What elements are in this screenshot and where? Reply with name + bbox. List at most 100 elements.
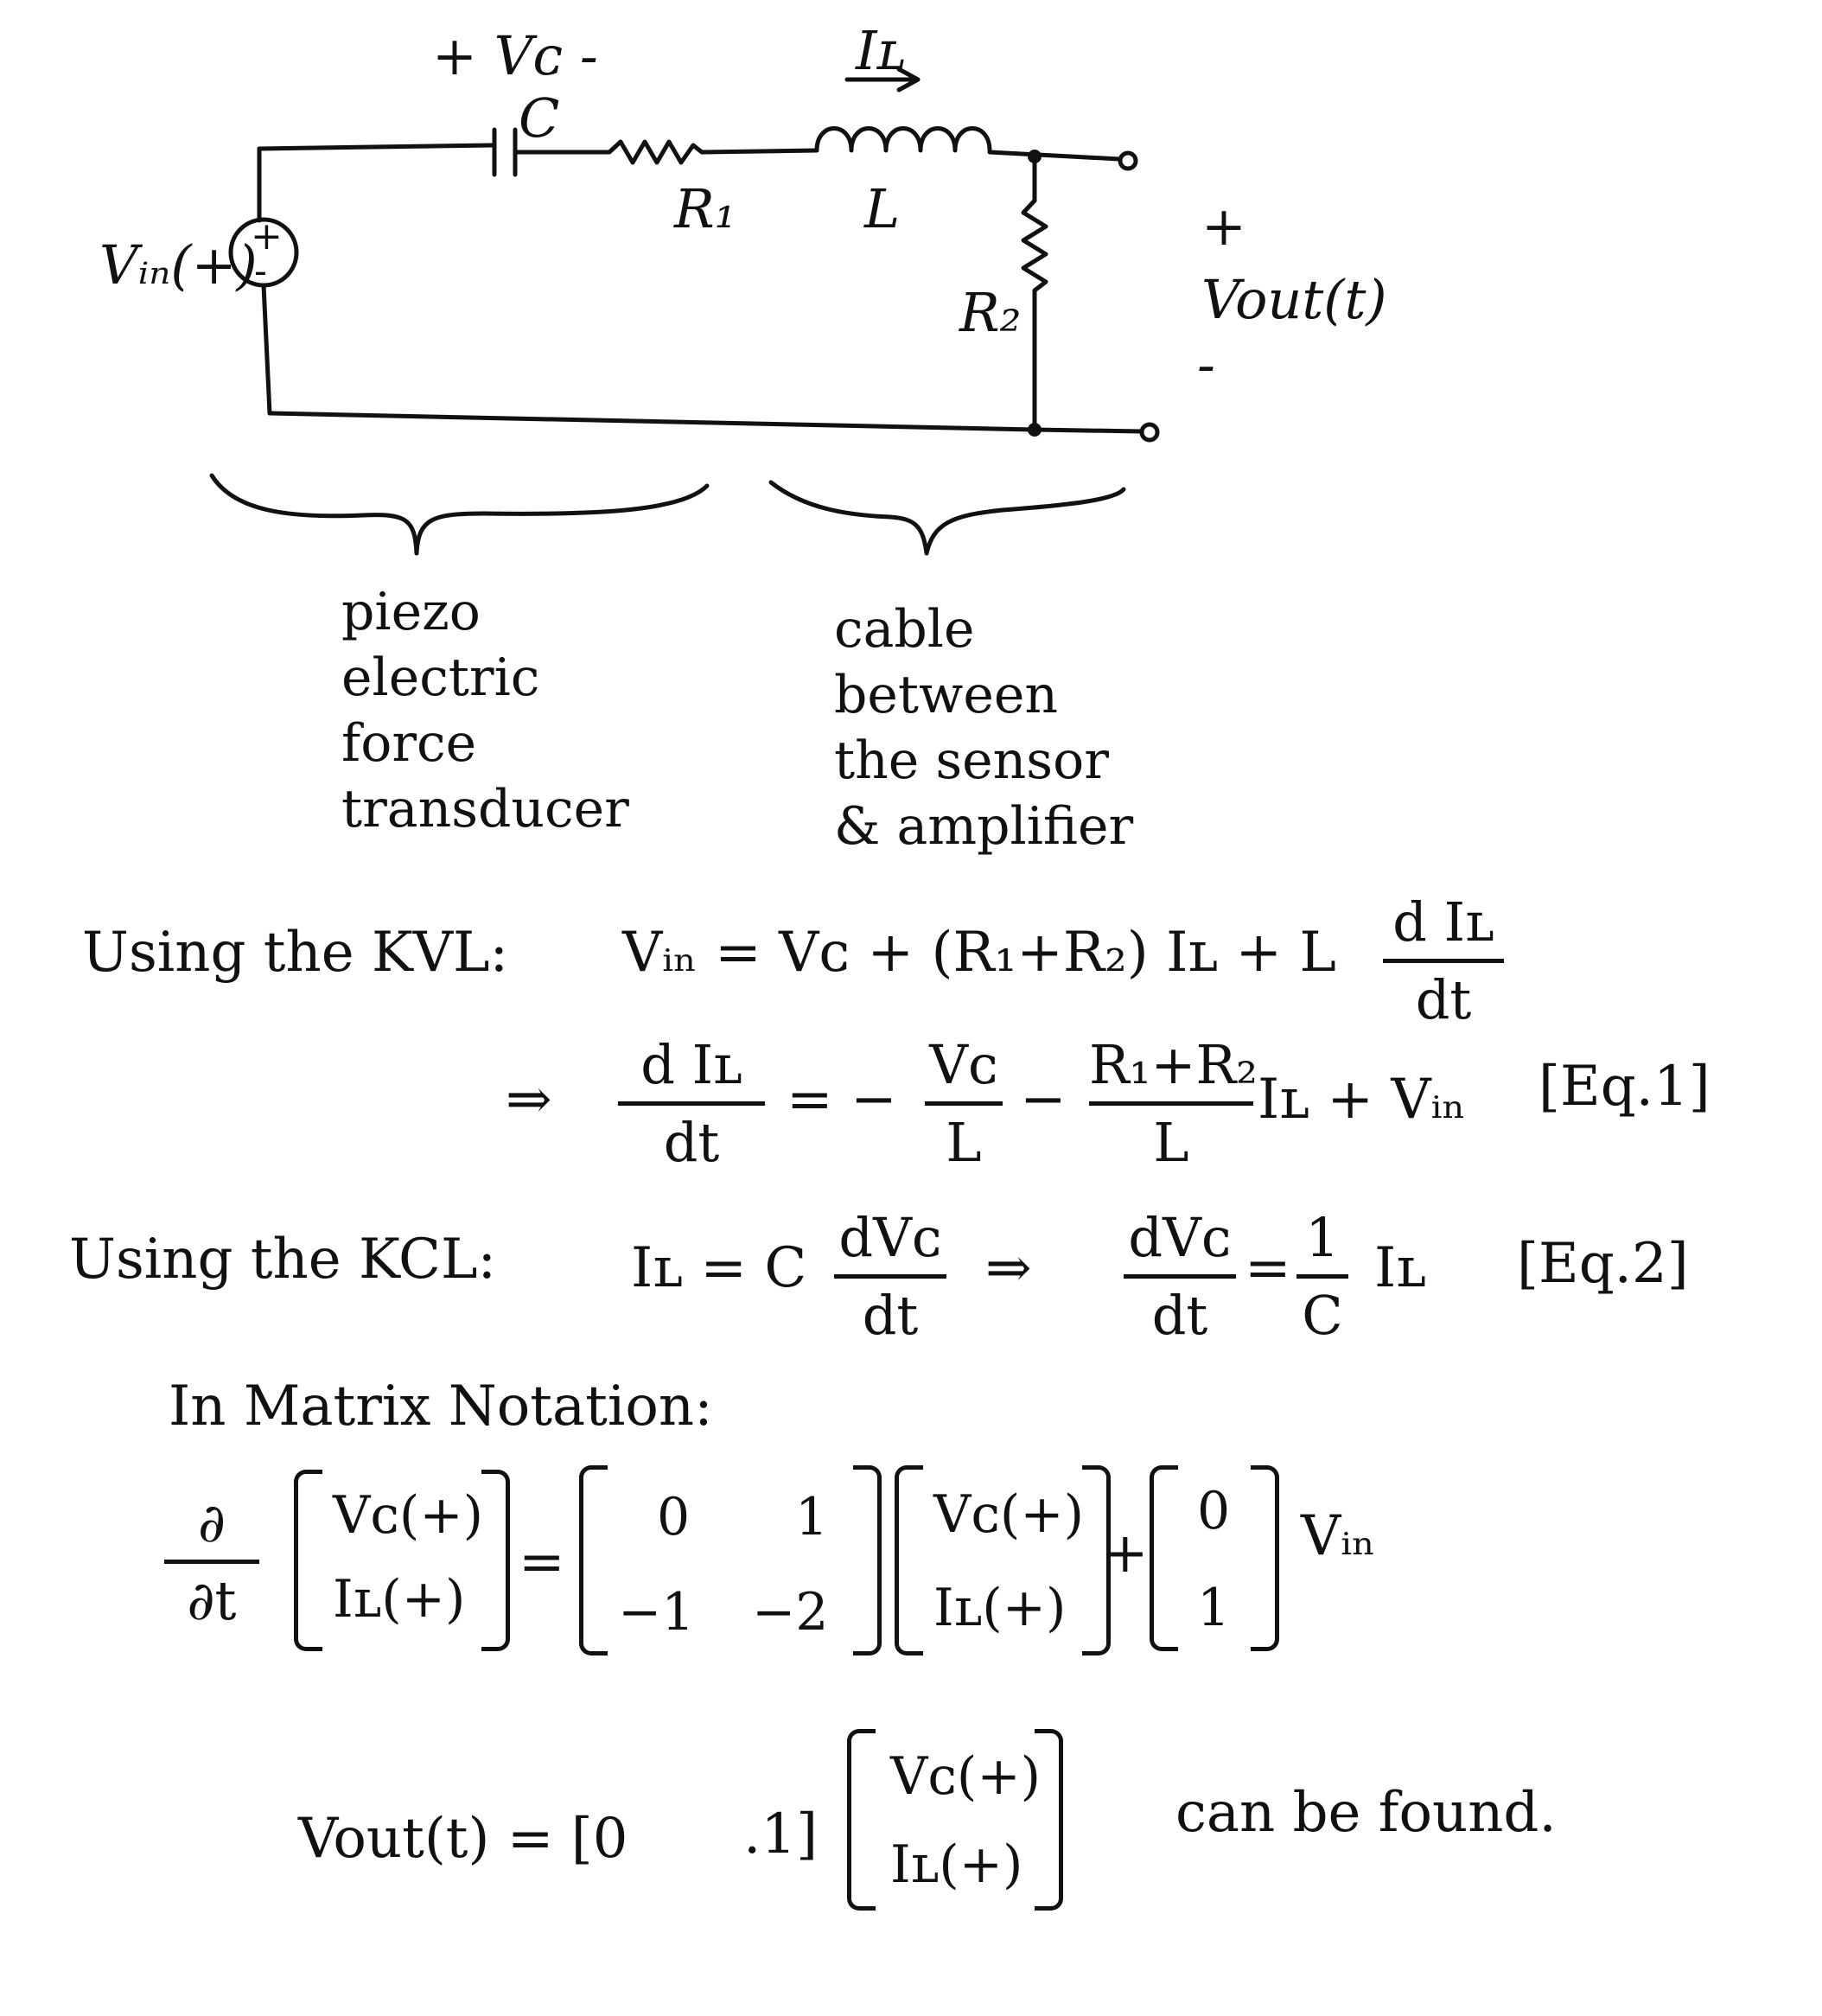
- source-plus: +: [251, 214, 283, 258]
- state-out-top: Vᴄ(+): [890, 1746, 1042, 1807]
- out-c2: .1]: [743, 1802, 819, 1866]
- kcl-fraction-3: 1 C: [1296, 1206, 1348, 1347]
- eq1-arrow: ⇒: [506, 1068, 552, 1132]
- inductor-label: L: [864, 177, 901, 240]
- bracket-left: [579, 1465, 608, 1656]
- bracket-right: [1082, 1465, 1111, 1656]
- eq1-lhs-den: dt: [663, 1111, 720, 1174]
- fraction-bar: [1089, 1101, 1253, 1106]
- b-bottom: 1: [1197, 1578, 1231, 1638]
- fraction-bar: [1124, 1274, 1236, 1279]
- fraction-bar: [164, 1560, 259, 1564]
- a-22: −2: [752, 1582, 829, 1643]
- source-minus: -: [254, 249, 267, 293]
- fraction-bar: [1296, 1274, 1348, 1279]
- right-group-description: cable between the sensor & amplifier: [834, 597, 1133, 859]
- kcl-arrow: ⇒: [985, 1236, 1032, 1300]
- right-desc-line-3: the sensor: [834, 730, 1109, 791]
- left-group-description: piezo electric force transducer: [341, 579, 629, 842]
- left-desc-line-4: transducer: [341, 779, 629, 839]
- matrix-equals: =: [519, 1530, 565, 1594]
- eq1-fraction-1: Vᴄ L: [925, 1033, 1003, 1174]
- ddt-den: ∂t: [187, 1569, 237, 1632]
- bracket-left: [1150, 1465, 1178, 1651]
- kcl-f3-num: 1: [1305, 1206, 1340, 1269]
- wire-left-bottom: [261, 283, 272, 416]
- kvl-frac-num: d Iʟ: [1392, 890, 1494, 954]
- partial-derivative: ∂ ∂t: [164, 1491, 259, 1632]
- kvl-prefix: Using the KVL:: [82, 921, 509, 985]
- kcl-f2-den: dt: [1151, 1284, 1208, 1347]
- eq1-fraction-2: R₁+R₂ L: [1089, 1033, 1258, 1174]
- terminal-bottom: [1139, 422, 1160, 443]
- kcl-f1-den: dt: [862, 1284, 919, 1347]
- a-matrix: 0 1 −1 −2: [579, 1465, 882, 1656]
- inductor-l: [814, 126, 992, 153]
- eq1-equals: = −: [787, 1068, 897, 1132]
- bracket-right: [1035, 1729, 1063, 1911]
- vin-tail: Vᵢₙ: [1301, 1504, 1376, 1568]
- state-vector-rhs: Vᴄ(+) Iʟ(+): [895, 1465, 1111, 1656]
- eq1-tail: Iʟ + Vᵢₙ: [1258, 1068, 1467, 1132]
- eq2-tag: [Eq.2]: [1517, 1232, 1689, 1296]
- wire-r1-inductor: [699, 148, 819, 155]
- eq1-lhs-fraction: d Iʟ dt: [618, 1033, 765, 1174]
- kcl-equals: =: [1245, 1236, 1291, 1300]
- state-vector-output: Vᴄ(+) Iʟ(+): [847, 1729, 1063, 1911]
- a-12: 1: [795, 1487, 829, 1547]
- kcl-f2-num: dVᴄ: [1128, 1206, 1232, 1269]
- b-top: 0: [1197, 1481, 1231, 1541]
- right-desc-line-4: & amplifier: [834, 796, 1134, 857]
- state-vector-lhs: Vᴄ(+) Iʟ(+): [294, 1470, 510, 1651]
- bracket-left: [294, 1470, 322, 1651]
- right-desc-line-1: cable: [834, 599, 975, 660]
- eq1-lhs-num: d Iʟ: [640, 1033, 742, 1096]
- out-tail: can be found.: [1175, 1781, 1557, 1845]
- bracket-left: [895, 1465, 923, 1656]
- state-lhs-top: Vᴄ(+): [333, 1485, 484, 1546]
- fraction-bar: [925, 1101, 1003, 1106]
- vout-plus: +: [1201, 195, 1246, 258]
- bracket-right: [853, 1465, 882, 1656]
- ddt-num: ∂: [197, 1491, 226, 1554]
- r1-label: R₁: [674, 177, 736, 240]
- current-arrow: [844, 67, 921, 93]
- eq1-f1-num: Vᴄ: [929, 1033, 998, 1096]
- wire-top-right: [987, 150, 1122, 162]
- brace-right: [768, 480, 1126, 556]
- bracket-right: [1251, 1465, 1279, 1651]
- r2-label: R₂: [959, 281, 1022, 344]
- eq1-minus: −: [1020, 1068, 1067, 1132]
- a-21: −1: [618, 1582, 695, 1643]
- kvl-frac-den: dt: [1415, 968, 1472, 1031]
- vout-label: Vout(t): [1201, 268, 1387, 331]
- wire-top-left: [257, 143, 495, 151]
- eq1-tag: [Eq.1]: [1539, 1055, 1711, 1119]
- state-rhs-top: Vᴄ(+): [933, 1484, 1085, 1545]
- state-lhs-bottom: Iʟ(+): [333, 1569, 466, 1630]
- kvl-fraction: d Iʟ dt: [1383, 890, 1504, 1031]
- kcl-tail: Iʟ: [1374, 1236, 1427, 1300]
- left-desc-line-3: force: [341, 713, 477, 774]
- terminal-top: [1118, 150, 1138, 171]
- kcl-lhs: Iʟ = C: [631, 1236, 807, 1300]
- kcl-fraction-1: dVᴄ dt: [834, 1206, 946, 1347]
- resistor-r1: [607, 139, 704, 165]
- matrix-plus: +: [1102, 1522, 1149, 1585]
- eq1-f2-den: L: [1153, 1111, 1189, 1174]
- matrix-heading: In Matrix Notation:: [169, 1375, 713, 1439]
- fraction-bar: [834, 1274, 946, 1279]
- right-desc-line-2: between: [834, 665, 1059, 725]
- kvl-body: Vᵢₙ = Vᴄ + (R₁+R₂) Iʟ + L: [622, 921, 1336, 985]
- fraction-bar: [618, 1101, 765, 1106]
- kcl-prefix: Using the KCL:: [69, 1228, 497, 1292]
- vin-label: Vᵢₙ(+): [99, 233, 258, 297]
- current-label: Iʟ: [856, 19, 907, 82]
- vc-label: + Vᴄ -: [432, 24, 598, 87]
- state-out-bottom: Iʟ(+): [890, 1834, 1023, 1895]
- bracket-right: [481, 1470, 510, 1651]
- vout-minus: -: [1197, 333, 1215, 396]
- kcl-fraction-2: dVᴄ dt: [1124, 1206, 1236, 1347]
- capacitor-symbol: [492, 127, 518, 177]
- left-desc-line-1: piezo: [341, 582, 481, 642]
